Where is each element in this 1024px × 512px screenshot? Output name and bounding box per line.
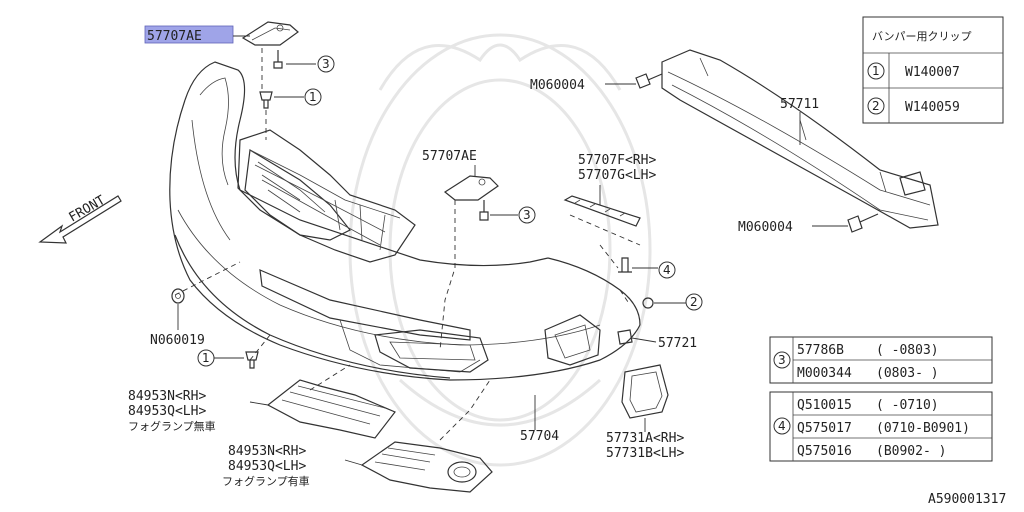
screw-marker-4[interactable]: 4 <box>618 257 676 279</box>
clip-table: バンパー用クリップ 1 W140007 2 W140059 <box>862 16 1004 124</box>
callout-highlight <box>144 25 234 44</box>
upper-grille-bracket[interactable] <box>237 129 416 263</box>
clip-row-1-part[interactable]: W140007 <box>905 65 960 80</box>
ref4-row-1-part[interactable]: Q510015 <box>797 398 852 413</box>
marker-4-label: 4 <box>663 263 671 277</box>
callout-57704[interactable]: 57704 <box>520 429 559 444</box>
clip-row-1-ref: 1 <box>872 64 880 78</box>
bracket-57707AE-mid[interactable] <box>443 165 499 201</box>
nut-N060019[interactable] <box>171 288 185 330</box>
ref3-row-2-part[interactable]: M000344 <box>797 366 852 381</box>
callout-57707AE-mid[interactable]: 57707AE <box>422 149 477 164</box>
ref3-row-1-range: ( -0803) <box>876 343 939 358</box>
ref3-row-1-part[interactable]: 57786B <box>797 343 844 358</box>
callout-57731B[interactable]: 57731B<LH> <box>606 446 684 461</box>
callout-84953N-b[interactable]: 84953N<RH> <box>228 444 306 459</box>
fog-cover-57731[interactable] <box>621 364 669 432</box>
callout-57731A[interactable]: 57731A<RH> <box>606 431 684 446</box>
callout-57707G[interactable]: 57707G<LH> <box>578 168 656 183</box>
watermark-emblem <box>348 33 652 467</box>
callout-57711[interactable]: 57711 <box>780 97 819 112</box>
ref3-marker: 3 <box>778 353 786 367</box>
ref4-row-3-part[interactable]: Q575016 <box>797 444 852 459</box>
marker-1-label-bottom: 1 <box>202 351 210 365</box>
bracket-57707AE-top[interactable] <box>241 21 299 46</box>
callout-84953N-a[interactable]: 84953N<RH> <box>128 389 206 404</box>
callout-N060019[interactable]: N060019 <box>150 333 205 348</box>
bolt-M060004-left[interactable] <box>605 73 663 89</box>
marker-3-label-mid: 3 <box>523 208 531 222</box>
clip-table-header: バンパー用クリップ <box>872 30 972 43</box>
ref4-marker: 4 <box>778 419 786 433</box>
side-bracket-57707FG[interactable] <box>563 185 641 227</box>
clip-row-2-ref: 2 <box>872 99 880 113</box>
part-57721[interactable]: 57721 <box>617 329 697 351</box>
callout-84953Q-a[interactable]: 84953Q<LH> <box>128 404 206 419</box>
callout-84953Q-b[interactable]: 84953Q<LH> <box>228 459 306 474</box>
marker-1-label: 1 <box>309 90 317 104</box>
front-label: FRONT <box>67 193 109 226</box>
callout-M060004-left[interactable]: M060004 <box>530 78 585 93</box>
clip-marker-1-bottom[interactable]: 1 <box>197 349 259 369</box>
ref4-row-3-range: (B0902- ) <box>876 444 946 459</box>
bumper-face-57704[interactable] <box>169 61 641 381</box>
bolt-marker-3-mid[interactable]: 3 <box>479 200 536 224</box>
ref4-row-2-part[interactable]: Q575017 <box>797 421 852 436</box>
note-with-fog: フォグランプ有車 <box>222 474 310 488</box>
grille-84953-no-fog[interactable] <box>249 379 396 439</box>
ref3-row-2-range: (0803- ) <box>876 366 939 381</box>
bolt-marker-3-top[interactable]: 3 <box>273 50 335 73</box>
ref3-table: 3 57786B ( -0803) M000344 (0803- ) <box>769 336 993 384</box>
ref4-table: 4 Q510015 ( -0710) Q575017 (0710-B0901) … <box>769 391 993 462</box>
clip-marker-1-top[interactable]: 1 <box>259 88 322 109</box>
marker-3-label: 3 <box>322 57 330 71</box>
callout-M060004-right[interactable]: M060004 <box>738 220 793 235</box>
callout-57721[interactable]: 57721 <box>658 336 697 351</box>
front-arrow: FRONT <box>38 193 122 244</box>
diagram-id: A590001317 <box>928 492 1006 507</box>
reinforcement-57711[interactable] <box>661 49 939 229</box>
bolt-M060004-right[interactable] <box>812 213 879 233</box>
ref4-row-2-range: (0710-B0901) <box>876 421 970 436</box>
alignment-lines <box>174 48 641 441</box>
note-no-fog: フォグランプ無車 <box>128 419 216 433</box>
clip-marker-2[interactable]: 2 <box>642 293 703 311</box>
ref4-row-1-range: ( -0710) <box>876 398 939 413</box>
clip-row-2-part[interactable]: W140059 <box>905 100 960 115</box>
grille-84953-with-fog[interactable] <box>344 441 493 493</box>
callout-57707AE-top[interactable]: 57707AE <box>147 29 202 44</box>
callout-57707F[interactable]: 57707F<RH> <box>578 153 656 168</box>
marker-2-label: 2 <box>690 295 698 309</box>
